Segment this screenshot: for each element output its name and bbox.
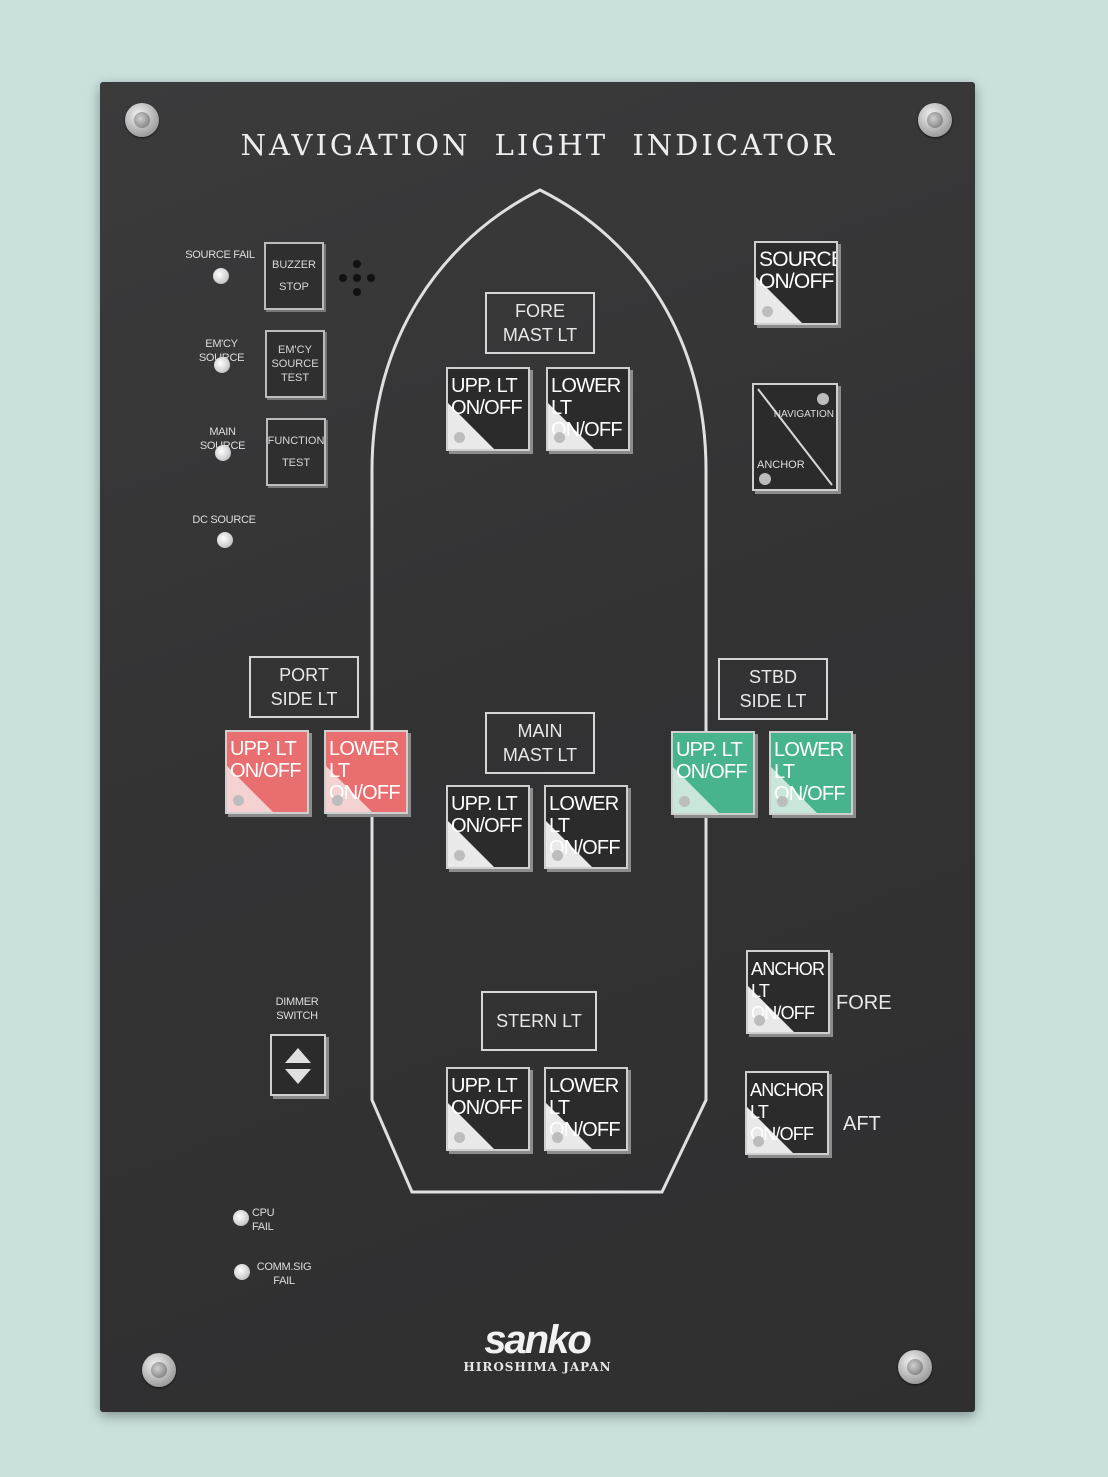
stbd-upper-button[interactable]: UPP. LT ON/OFF (671, 731, 755, 815)
screw-icon (898, 1350, 932, 1384)
buzzer-stop-button[interactable]: BUZZER STOP (264, 242, 324, 310)
selector-diagonal-icon (757, 388, 833, 486)
emcy-source-lamp (214, 357, 230, 373)
port-lower-button[interactable]: LOWER LT ON/OFF (324, 730, 408, 814)
navigation-label: NAVIGATION (773, 409, 834, 420)
stern-upper-button[interactable]: UPP. LT ON/OFF (446, 1067, 530, 1151)
port-upper-button[interactable]: UPP. LT ON/OFF (225, 730, 309, 814)
main-mast-label: MAIN MAST LT (485, 712, 595, 774)
stbd-side-label: STBD SIDE LT (718, 658, 828, 720)
navigation-anchor-selector[interactable]: NAVIGATION ANCHOR (752, 383, 838, 491)
dc-source-lamp (217, 532, 233, 548)
anchor-aft-button[interactable]: ANCHOR LT ON/OFF (745, 1071, 829, 1155)
stbd-lower-button[interactable]: LOWER LT ON/OFF (769, 731, 853, 815)
buzzer-speaker-icon (339, 260, 375, 296)
fore-mast-upper-button[interactable]: UPP. LT ON/OFF (446, 367, 530, 451)
comm-sig-fail-label: COMM.SIG FAIL (256, 1261, 312, 1287)
anchor-label: ANCHOR (757, 459, 805, 471)
source-fail-lamp (213, 268, 229, 284)
brand-location: HIROSHIMA JAPAN (463, 1360, 612, 1374)
fore-mast-label: FORE MAST LT (485, 292, 595, 354)
indicator-lamp (454, 850, 465, 861)
indicator-lamp (754, 1015, 765, 1026)
anchor-aft-label: AFT (843, 1113, 881, 1135)
stern-label: STERN LT (481, 991, 597, 1051)
indicator-lamp (332, 795, 343, 806)
source-onoff-button[interactable]: SOURCE ON/OFF (754, 241, 838, 325)
brand-logo: sanko (484, 1318, 592, 1362)
indicator-lamp (454, 1132, 465, 1143)
cpu-fail-lamp (233, 1210, 249, 1226)
indicator-lamp (753, 1136, 764, 1147)
indicator-lamp (454, 432, 465, 443)
stern-lower-button[interactable]: LOWER LT ON/OFF (544, 1067, 628, 1151)
dc-source-label: DC SOURCE (192, 514, 256, 526)
indicator-lamp (552, 850, 563, 861)
main-source-lamp (215, 445, 231, 461)
screw-icon (125, 103, 159, 137)
emcy-source-test-button[interactable]: EM'CY SOURCE TEST (265, 330, 325, 398)
anchor-fore-button[interactable]: ANCHOR LT ON/OFF (746, 950, 830, 1034)
dimmer-switch-button[interactable] (270, 1034, 326, 1096)
up-down-arrow-icon (285, 1048, 311, 1084)
indicator-lamp (552, 1132, 563, 1143)
main-mast-lower-button[interactable]: LOWER LT ON/OFF (544, 785, 628, 869)
indicator-lamp (233, 795, 244, 806)
comm-sig-fail-lamp (234, 1264, 250, 1280)
indicator-lamp (679, 796, 690, 807)
main-mast-upper-button[interactable]: UPP. LT ON/OFF (446, 785, 530, 869)
screw-icon (918, 103, 952, 137)
source-fail-label: SOURCE FAIL (185, 249, 255, 261)
cpu-fail-label: CPU FAIL (252, 1207, 275, 1233)
function-test-button[interactable]: FUNCTION TEST (266, 418, 326, 486)
indicator-lamp (554, 432, 565, 443)
anchor-fore-label: FORE (836, 992, 892, 1014)
indicator-lamp (777, 796, 788, 807)
indicator-lamp (762, 306, 773, 317)
port-side-label: PORT SIDE LT (249, 656, 359, 718)
screw-icon (142, 1353, 176, 1387)
panel-title: NAVIGATION LIGHT INDICATOR (240, 128, 838, 162)
dimmer-switch-label: DIMMER SWITCH (275, 996, 319, 1022)
fore-mast-lower-button[interactable]: LOWER LT ON/OFF (546, 367, 630, 451)
